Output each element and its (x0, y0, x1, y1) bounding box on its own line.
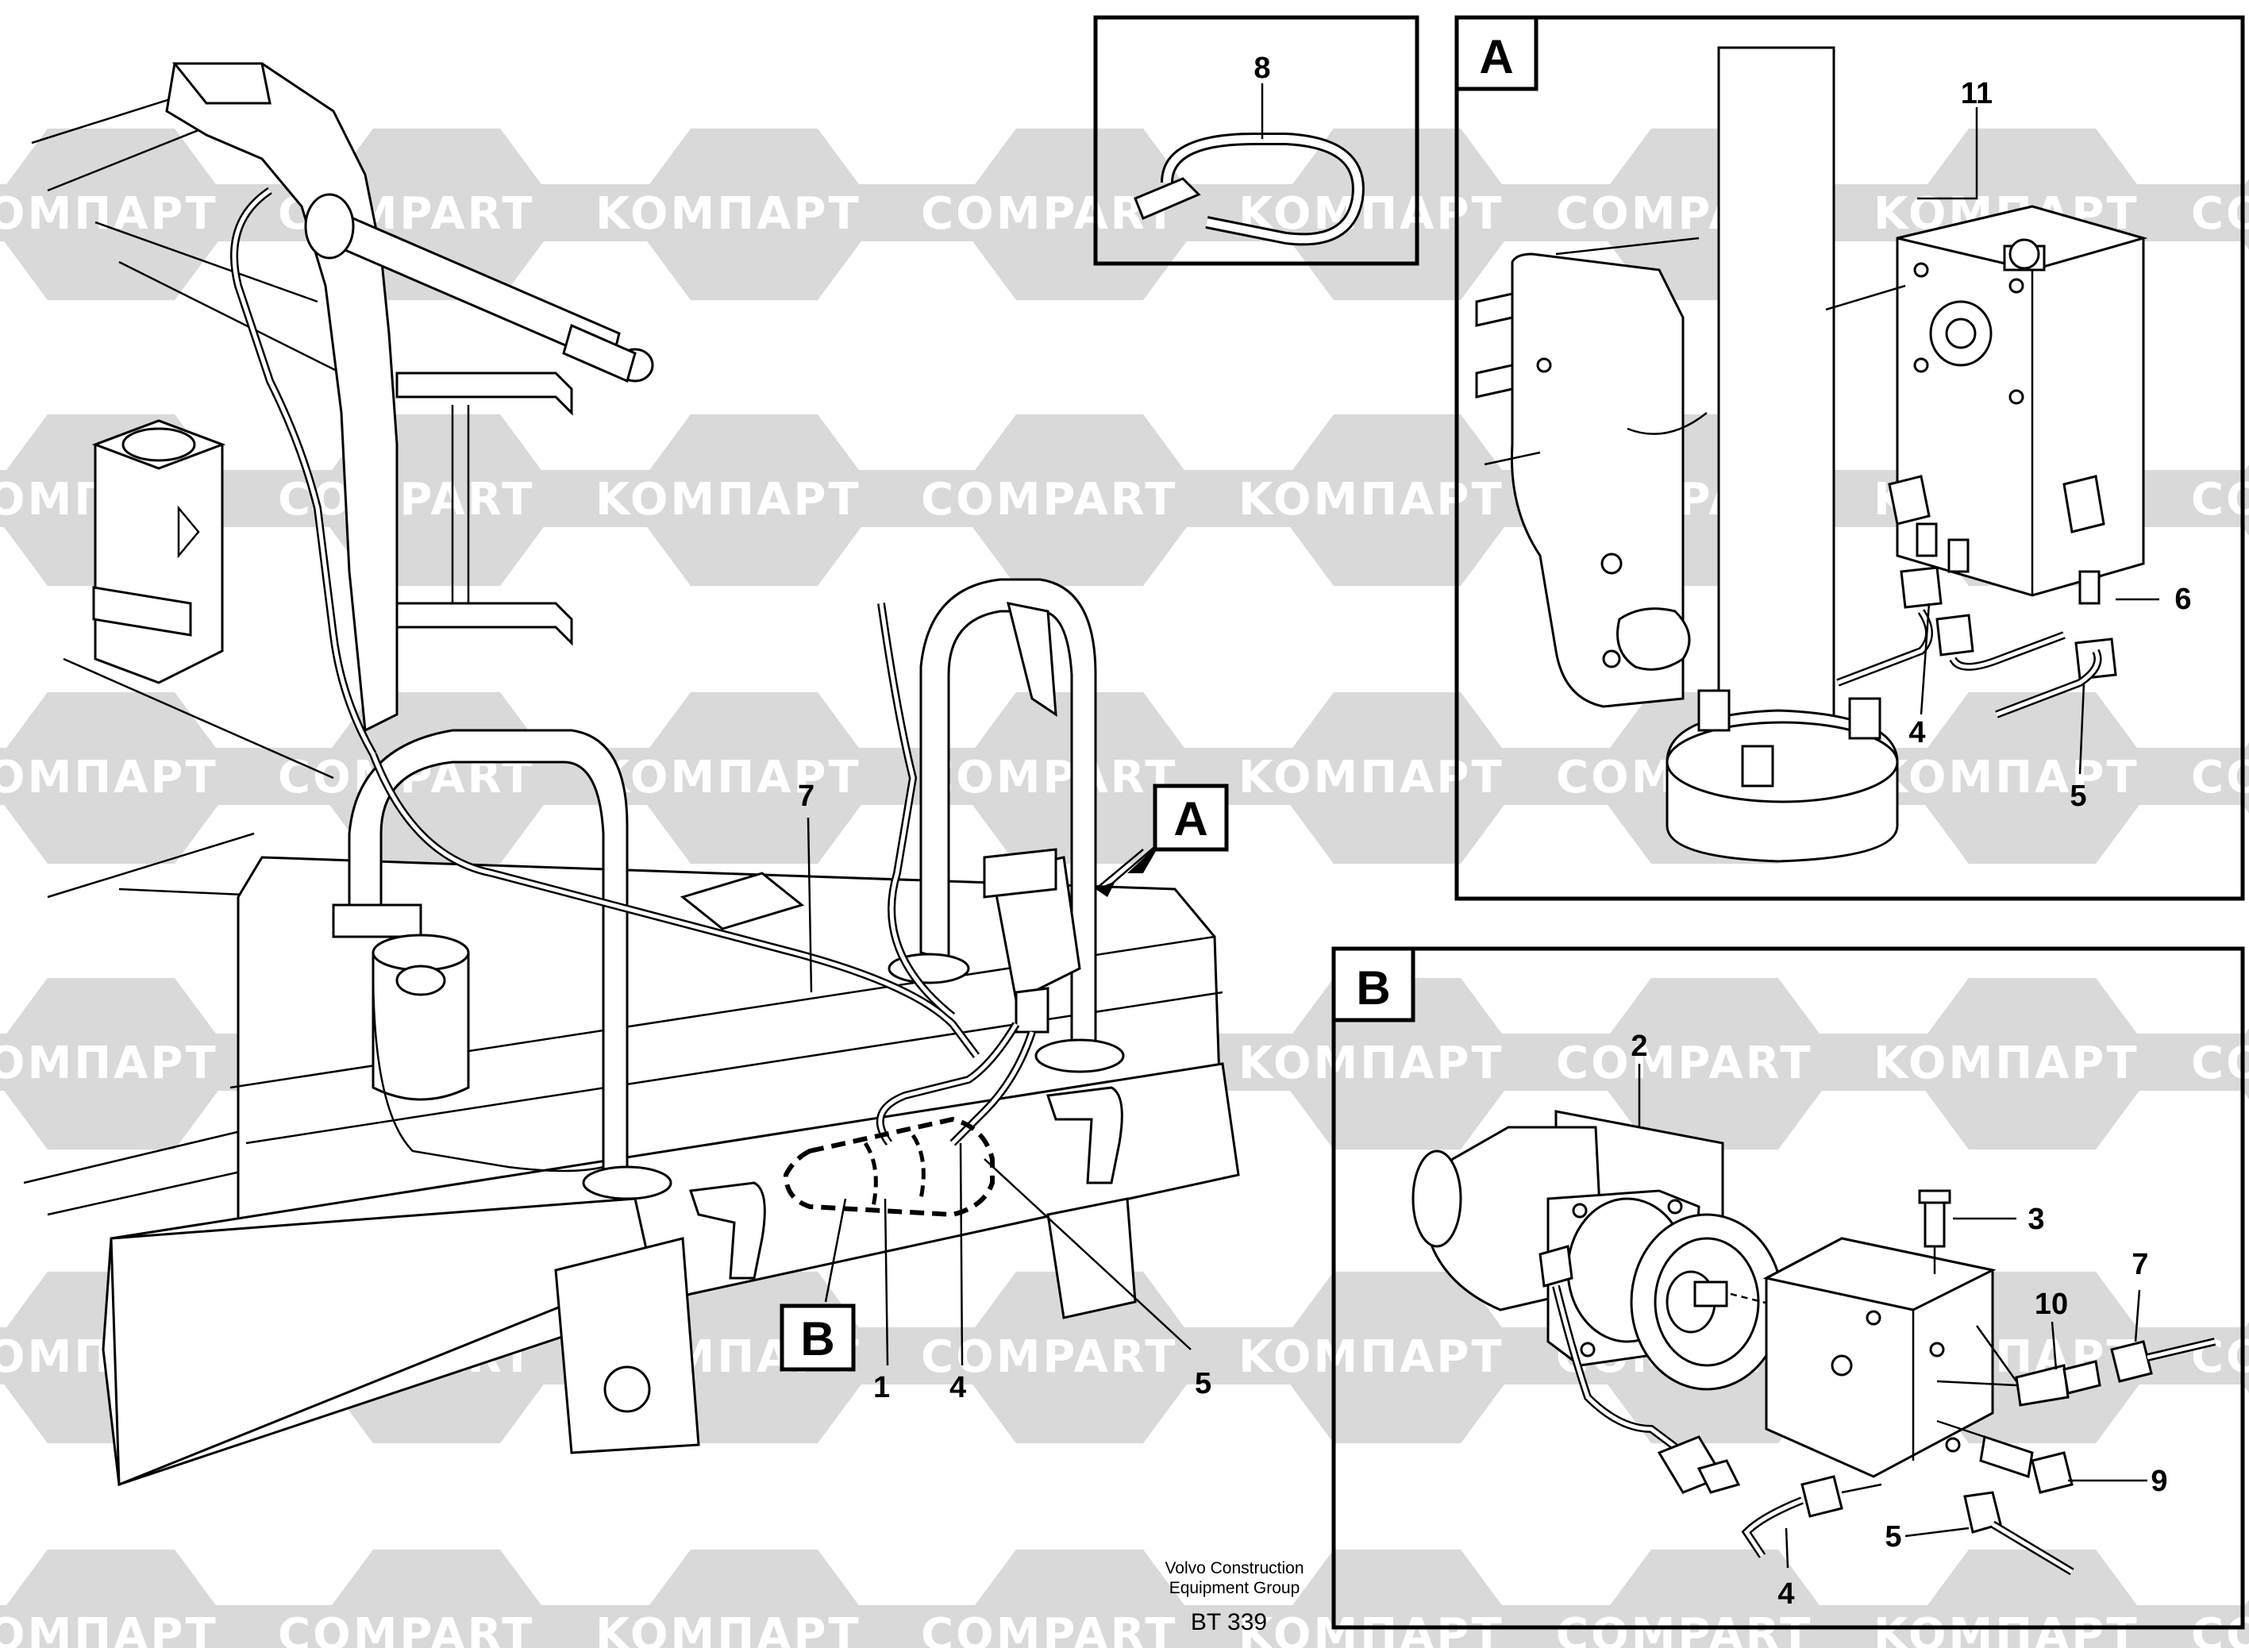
footer-company-line2: Equipment Group (1169, 1579, 1300, 1597)
detail-8-frame (1093, 15, 1419, 266)
watermark-band (2167, 184, 2249, 241)
detail-b-callout-4: 4 (1777, 1577, 1794, 1611)
watermark-band (1215, 748, 1580, 805)
detail-b-callout-3: 3 (2028, 1203, 2044, 1236)
main-callout-4: 4 (949, 1371, 966, 1404)
watermark-text: COMPART (1556, 1609, 1812, 1648)
watermark-band (897, 1605, 1262, 1652)
watermark-band (897, 184, 1262, 241)
watermark-band (572, 184, 937, 241)
watermark-text: KOMПАРТ (0, 752, 218, 803)
detail-b-frame (1331, 946, 2245, 1630)
watermark-band (1215, 1034, 1580, 1091)
watermark-band (2167, 1327, 2249, 1384)
watermark-text: KOMПАРТ (595, 474, 861, 526)
watermark-text: COMPART (2191, 1609, 2249, 1648)
watermark-text: COMPART (2191, 1331, 2249, 1383)
watermark-text: KOMПАРТ (0, 188, 218, 240)
main-callout-5: 5 (1195, 1367, 1211, 1400)
watermark-band (897, 1327, 1262, 1384)
detail-b-view: B (1331, 946, 2245, 1630)
main-flag-a-box (1153, 784, 1229, 852)
watermark-text: KOMПАРТ (0, 1609, 218, 1648)
detail-a-callout-5: 5 (2070, 780, 2086, 813)
detail-8-cable-tie: 8 (1093, 15, 1419, 266)
detail-b-callout-7: 7 (2132, 1248, 2148, 1281)
main-flag-b: B (800, 1312, 834, 1365)
watermark-text: KOMПАРТ (1874, 1038, 2139, 1089)
detail-b-letter: B (1356, 961, 1390, 1015)
watermark-text: KOMПАРТ (1238, 1038, 1504, 1089)
detail-b-callout-10: 10 (2035, 1288, 2068, 1321)
detail-8-callout: 8 (1254, 52, 1270, 85)
watermark-text: KOMПАРТ (1238, 1331, 1504, 1383)
detail-b-label-box (1331, 946, 1415, 1022)
watermark-band (572, 470, 937, 527)
watermark-text: KOMПАРТ (1874, 1609, 2139, 1648)
detail-a-callout-4: 4 (1908, 716, 1925, 749)
watermark-text: KOMПАРТ (1238, 1609, 1504, 1648)
detail-b-callout-9: 9 (2151, 1465, 2167, 1498)
watermark-text: KOMПАРТ (1238, 474, 1504, 526)
watermark-text: COMPART (278, 1609, 534, 1648)
watermark-band (0, 1605, 294, 1652)
main-assembly-view: 7 1 4 5 A B (23, 62, 1240, 1487)
footer-block: Volvo Construction Equipment Group BT 33… (1165, 1559, 1304, 1635)
watermark-text: COMPART (2191, 474, 2249, 526)
watermark-text: COMPART (921, 188, 1177, 240)
watermark-text: COMPART (921, 1609, 1177, 1648)
watermark-band (1850, 748, 2215, 805)
detail-b-callout-5: 5 (1885, 1520, 1901, 1554)
watermark-text: COMPART (921, 1331, 1177, 1383)
watermark-text: COMPART (921, 752, 1177, 803)
watermark-text: COMPART (2191, 752, 2249, 803)
watermark-text: COMPART (1556, 1038, 1812, 1089)
main-flag-b-box (780, 1304, 856, 1372)
watermark-band (897, 470, 1262, 527)
watermark-text: KOMПАРТ (1238, 752, 1504, 803)
detail-a-view: A (1454, 15, 2245, 901)
watermark-band (1532, 184, 1897, 241)
watermark-text: COMPART (2191, 1038, 2249, 1089)
detail-a-callout-11: 11 (1961, 77, 1993, 110)
main-callout-7: 7 (798, 780, 814, 813)
watermark-band (2167, 748, 2249, 805)
watermark-text: KOMПАРТ (0, 1038, 218, 1089)
watermark-band (572, 1605, 937, 1652)
watermark-text: KOMПАРТ (595, 1609, 861, 1648)
watermark-band (0, 748, 294, 805)
watermark-text: KOMПАРТ (1874, 752, 2139, 803)
watermark-band (2167, 1034, 2249, 1091)
watermark-text: COMPART (2191, 188, 2249, 240)
detail-a-label-box (1454, 15, 1538, 91)
detail-a-callout-6: 6 (2174, 583, 2191, 616)
watermark-band (1215, 1327, 1580, 1384)
watermark-band (1532, 1034, 1897, 1091)
watermark-text: COMPART (921, 474, 1177, 526)
watermark-text: KOMПАРТ (595, 752, 861, 803)
watermark-band (254, 1605, 619, 1652)
detail-b-callout-2: 2 (1631, 1030, 1647, 1063)
main-flag-a: A (1173, 792, 1207, 845)
footer-drawing-code: BT 339 (1191, 1609, 1267, 1635)
main-callout-1: 1 (873, 1371, 890, 1404)
footer-company-line1: Volvo Construction (1165, 1559, 1304, 1577)
watermark-band (572, 748, 937, 805)
detail-a-frame (1454, 15, 2245, 901)
watermark-text: KOMПАРТ (595, 188, 861, 240)
watermark-band (1850, 1034, 2215, 1091)
detail-a-letter: A (1479, 30, 1513, 83)
watermark-band (2167, 470, 2249, 527)
